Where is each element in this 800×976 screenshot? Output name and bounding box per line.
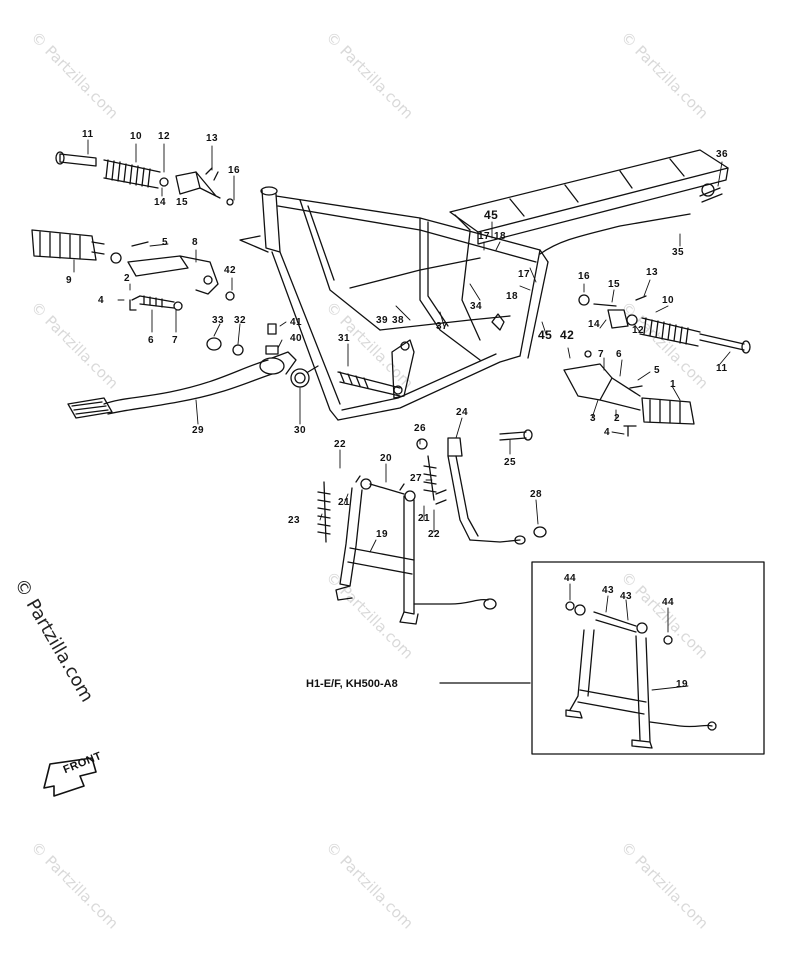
callout-31: 31 [338,333,351,344]
callout-22: 22 [334,439,347,450]
callout-43: 43 [602,585,615,596]
callout-28: 28 [530,489,543,500]
callout-34: 34 [470,301,483,312]
callout-20: 20 [380,453,393,464]
left-front-footrest [31,229,235,311]
callout-1: 1 [670,379,677,390]
callout-11: 11 [82,129,94,140]
callout-2: 2 [124,273,131,284]
callout-22b: 22 [428,529,441,540]
inset-box [439,561,765,755]
callout-25: 25 [504,457,517,468]
callout-18: 18 [494,231,507,242]
spring [290,365,319,388]
callout-15b: 15 [608,279,621,290]
center-stand [335,475,497,625]
callout-29: 29 [192,425,205,436]
inset-caption: H1-E/F, KH500-A8 [306,678,398,690]
callout-3: 3 [590,413,597,424]
callout-33: 33 [212,315,225,326]
callout-38: 38 [392,315,405,326]
callout-30: 30 [294,425,307,436]
nuts [206,323,279,356]
callout-17b: 17 [518,269,531,280]
leader-lines [73,139,731,691]
callout-23: 23 [288,515,301,526]
callout-45b: 45 [538,328,553,342]
callout-8: 8 [192,237,199,248]
bolt [499,429,547,538]
frame [239,149,729,421]
callout-7b: 7 [598,349,605,360]
callout-9: 9 [66,275,73,286]
callout-45: 45 [484,208,499,222]
brake-pedal [67,351,297,419]
callout-15: 15 [176,197,189,208]
callout-16: 16 [228,165,241,176]
callout-24: 24 [456,407,469,418]
front-arrow [43,757,97,797]
callout-4: 4 [98,295,105,306]
callout-4b: 4 [604,427,611,438]
callout-6b: 6 [616,349,623,360]
callout-10: 10 [130,131,143,142]
callout-19: 19 [376,529,389,540]
callout-36: 36 [716,149,729,160]
callout-42: 42 [224,265,237,276]
callout-12: 12 [158,131,171,142]
stand-springs [317,455,437,543]
callout-21: 21 [338,497,351,508]
callout-13: 13 [206,133,219,144]
callout-40: 40 [290,333,303,344]
callout-17: 17 [478,231,491,242]
callout-42b: 42 [560,328,575,342]
callout-27: 27 [410,473,423,484]
callout-13b: 13 [646,267,659,278]
brake-shaft [337,339,415,399]
right-footrest [563,294,751,437]
callout-44b: 44 [662,597,675,608]
callout-18b: 18 [506,291,519,302]
callout-21b: 21 [418,513,431,524]
callout-14: 14 [154,197,167,208]
left-rear-footrest [55,151,234,206]
callout-5: 5 [162,237,169,248]
callout-32: 32 [234,315,247,326]
callout-11b: 11 [716,363,728,374]
callout-43b: 43 [620,591,633,602]
callout-14b: 14 [588,319,601,330]
callout-16b: 16 [578,271,591,282]
callout-37: 37 [436,321,449,332]
callout-19b: 19 [676,679,689,690]
callout-44: 44 [564,573,577,584]
callout-12b: 12 [632,325,645,336]
callout-6: 6 [148,335,155,346]
callout-26: 26 [414,423,427,434]
callout-10b: 10 [662,295,675,306]
callout-7: 7 [172,335,179,346]
callout-2b: 2 [614,413,621,424]
callout-5b: 5 [654,365,661,376]
callout-35: 35 [672,247,685,258]
callout-39: 39 [376,315,389,326]
callout-41: 41 [290,317,303,328]
